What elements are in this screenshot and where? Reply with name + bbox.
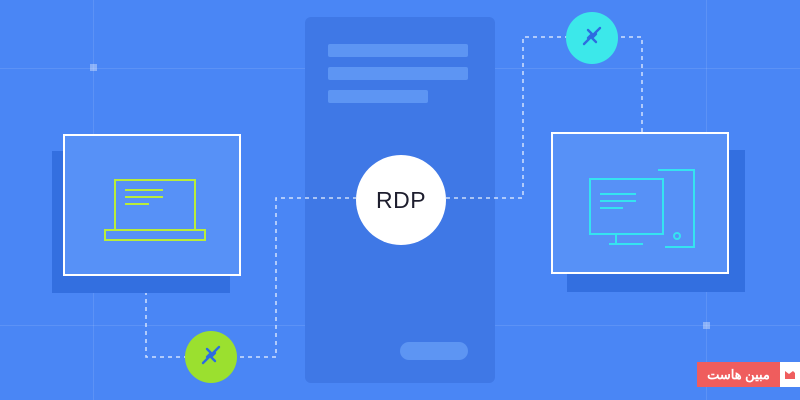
rdp-label: RDP [375, 186, 427, 213]
brand-name: مبین هاست [707, 366, 770, 382]
grid-dot [90, 64, 97, 71]
desktop-card [551, 132, 729, 274]
remote-connection-icon [199, 343, 223, 372]
placeholder-line [328, 90, 428, 103]
connector-left [145, 197, 356, 358]
brand-logo-icon [780, 362, 800, 387]
placeholder-line [328, 67, 468, 80]
brand-watermark: مبین هاست [697, 362, 800, 387]
remote-connection-icon [580, 24, 604, 53]
rdp-node: RDP [356, 155, 446, 245]
placeholder-line [328, 44, 468, 57]
placeholder-pill [400, 342, 468, 360]
grid-dot [703, 322, 710, 329]
remote-connection-badge [566, 12, 618, 64]
laptop-card [63, 134, 241, 276]
remote-connection-badge [185, 331, 237, 383]
connector-right [446, 36, 643, 199]
